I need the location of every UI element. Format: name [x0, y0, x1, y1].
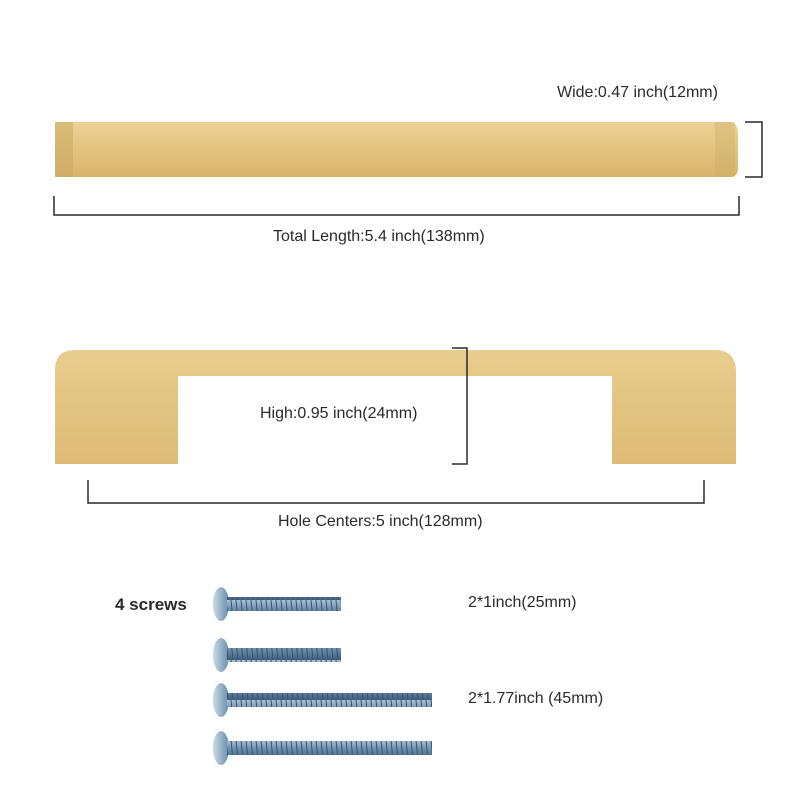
handle-front-view — [55, 350, 736, 464]
screws-title: 4 screws — [115, 595, 187, 614]
hole-centers-bracket — [87, 480, 705, 504]
high-label: High:0.95 inch(24mm) — [260, 405, 418, 422]
hole-centers-label: Hole Centers:5 inch(128mm) — [278, 513, 483, 530]
high-bracket — [452, 347, 468, 465]
screw-short-1 — [213, 587, 341, 621]
long-screw-label: 2*1.77inch (45mm) — [468, 690, 604, 707]
screw-short-2 — [213, 638, 341, 672]
short-screw-label: 2*1inch(25mm) — [468, 594, 577, 611]
wide-label: Wide:0.47 inch(12mm) — [557, 84, 718, 101]
wide-bracket — [745, 121, 763, 178]
screw-long-2 — [213, 731, 432, 765]
screw-long-1 — [213, 683, 432, 717]
total-length-bracket — [53, 196, 740, 216]
total-length-label: Total Length:5.4 inch(138mm) — [273, 228, 485, 245]
handle-top-view — [55, 122, 738, 177]
